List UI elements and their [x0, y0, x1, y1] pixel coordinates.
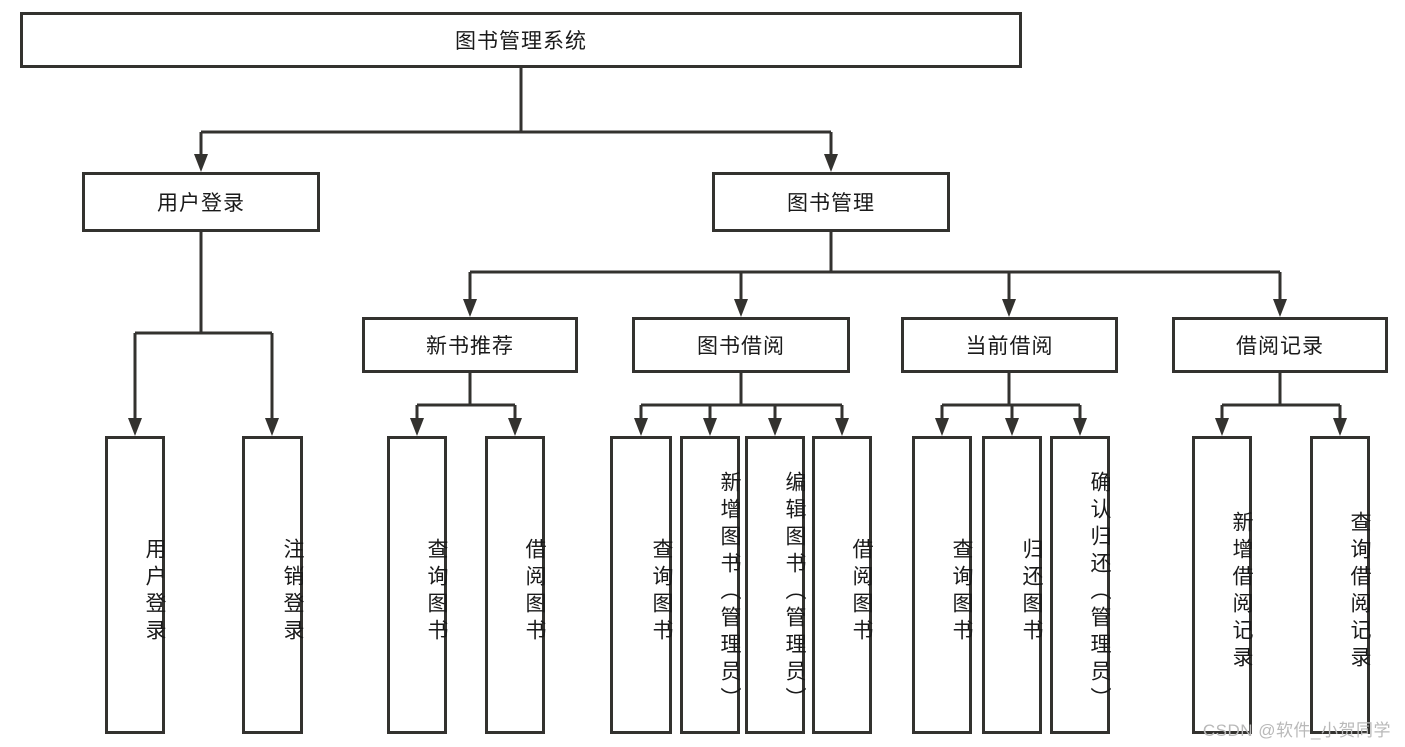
node-label-leaf-borrow-book-rec: 借阅图书: [523, 538, 546, 646]
node-box-leaf-query-book-rec[interactable]: [387, 436, 447, 734]
node-box-book-manage[interactable]: [712, 172, 950, 232]
arrow-head-icon-edge-user-login-split-0: [128, 418, 142, 436]
node-box-leaf-borrow-book-rec[interactable]: [485, 436, 545, 734]
node-label-leaf-query-book-borrow: 查询图书: [650, 538, 673, 646]
connector-edge-borrow-record-split: [1215, 373, 1347, 436]
node-label-leaf-query-borrow-record: 查询借阅记录: [1348, 511, 1371, 673]
arrow-head-icon-edge-book-manage-split-0: [463, 299, 477, 317]
arrow-head-icon-edge-current-borrow-split-0: [935, 418, 949, 436]
arrow-head-icon-edge-borrow-record-split-1: [1333, 418, 1347, 436]
connector-edge-root-split: [194, 68, 838, 172]
node-label-current-borrow: 当前借阅: [965, 335, 1054, 358]
connector-edge-book-manage-split: [463, 232, 1287, 317]
connector-edge-new-book-split: [410, 373, 522, 436]
arrow-head-icon-edge-book-borrow-split-3: [835, 418, 849, 436]
node-box-root[interactable]: [20, 12, 1022, 68]
node-label-book-borrow: 图书借阅: [697, 335, 785, 358]
node-box-leaf-user-login[interactable]: [105, 436, 165, 734]
node-label-leaf-add-borrow-record: 新增借阅记录: [1230, 511, 1253, 673]
node-box-book-borrow[interactable]: [632, 317, 850, 373]
node-label-leaf-edit-book-admin: 编辑图书（管理员）: [783, 470, 806, 714]
arrow-head-icon-edge-new-book-split-1: [508, 418, 522, 436]
arrow-head-icon-edge-root-split-0: [194, 154, 208, 172]
edges-layer: [128, 68, 1347, 436]
node-box-leaf-confirm-return-admin[interactable]: [1050, 436, 1110, 734]
node-label-leaf-confirm-return-admin: 确认归还（管理员）: [1088, 470, 1111, 714]
connector-edge-user-login-split: [128, 232, 279, 436]
node-box-leaf-user-logout[interactable]: [242, 436, 303, 734]
arrow-head-icon-edge-borrow-record-split-0: [1215, 418, 1229, 436]
arrow-head-icon-edge-book-borrow-split-1: [703, 418, 717, 436]
arrow-head-icon-edge-current-borrow-split-1: [1005, 418, 1019, 436]
node-box-current-borrow[interactable]: [901, 317, 1118, 373]
arrow-head-icon-edge-book-manage-split-3: [1273, 299, 1287, 317]
node-label-borrow-record: 借阅记录: [1236, 335, 1324, 358]
node-label-leaf-add-book-admin: 新增图书（管理员）: [718, 470, 741, 714]
node-box-leaf-edit-book-admin[interactable]: [745, 436, 805, 734]
arrow-head-icon-edge-new-book-split-0: [410, 418, 424, 436]
connector-edge-current-borrow-split: [935, 373, 1087, 436]
arrow-head-icon-edge-book-borrow-split-0: [634, 418, 648, 436]
arrow-head-icon-edge-root-split-1: [824, 154, 838, 172]
boxes-layer: [20, 12, 1388, 734]
node-label-leaf-query-book-current: 查询图书: [950, 538, 973, 646]
arrow-head-icon-edge-book-borrow-split-2: [768, 418, 782, 436]
node-box-leaf-query-borrow-record[interactable]: [1310, 436, 1370, 734]
connector-edge-book-borrow-split: [634, 373, 849, 436]
node-box-user-login[interactable]: [82, 172, 320, 232]
node-box-borrow-record[interactable]: [1172, 317, 1388, 373]
node-box-leaf-query-book-borrow[interactable]: [610, 436, 672, 734]
arrow-head-icon-edge-current-borrow-split-2: [1073, 418, 1087, 436]
node-label-root: 图书管理系统: [455, 30, 587, 53]
node-label-new-book-recommend: 新书推荐: [426, 335, 514, 358]
arrow-head-icon-edge-book-manage-split-2: [1002, 299, 1016, 317]
node-box-leaf-query-book-current[interactable]: [912, 436, 972, 734]
node-label-leaf-user-login: 用户登录: [143, 538, 166, 646]
node-label-leaf-user-logout: 注销登录: [281, 538, 304, 646]
arrow-head-icon-edge-user-login-split-1: [265, 418, 279, 436]
watermark-text: CSDN @软件_小贺同学: [1202, 721, 1391, 740]
arrow-head-icon-edge-book-manage-split-1: [734, 299, 748, 317]
node-box-leaf-add-borrow-record[interactable]: [1192, 436, 1252, 734]
node-box-leaf-borrow-book[interactable]: [812, 436, 872, 734]
node-label-leaf-return-book: 归还图书: [1020, 538, 1043, 646]
node-label-leaf-query-book-rec: 查询图书: [425, 538, 448, 646]
node-box-new-book-recommend[interactable]: [362, 317, 578, 373]
node-label-leaf-borrow-book: 借阅图书: [850, 538, 873, 646]
node-label-book-manage: 图书管理: [787, 192, 875, 215]
node-box-leaf-add-book-admin[interactable]: [680, 436, 740, 734]
node-box-leaf-return-book[interactable]: [982, 436, 1042, 734]
node-label-user-login: 用户登录: [157, 192, 245, 215]
